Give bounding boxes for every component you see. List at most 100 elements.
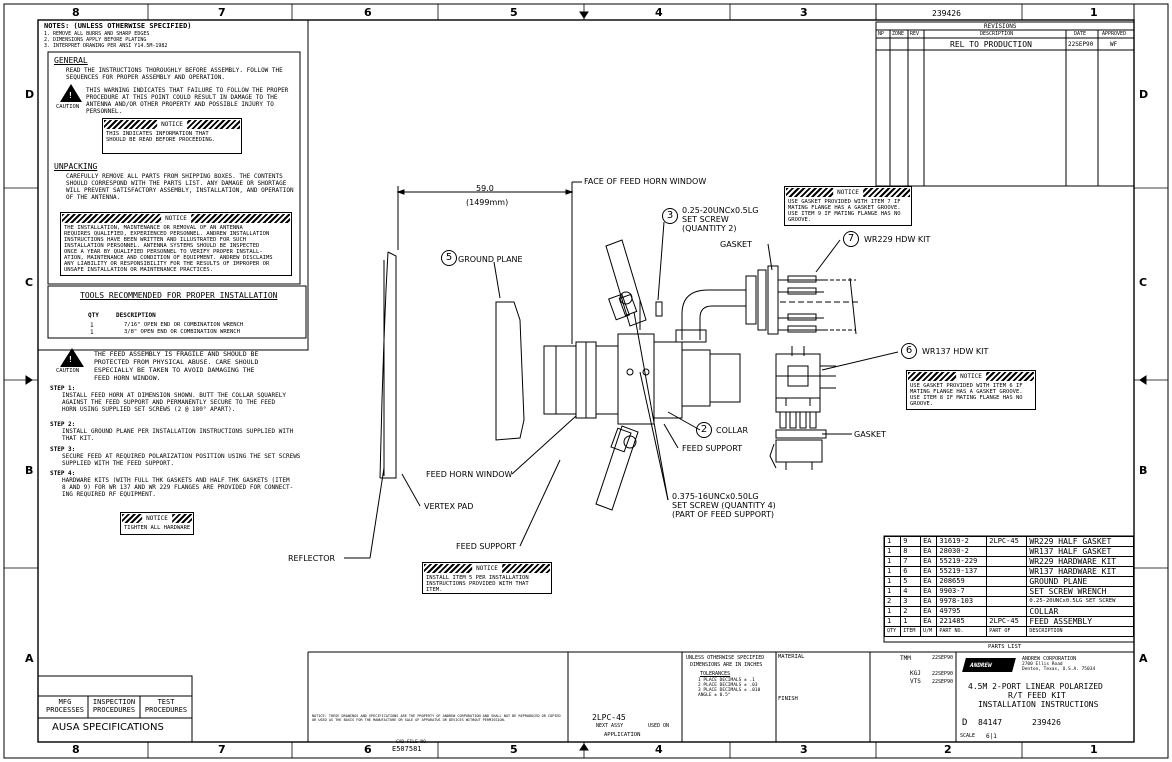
parts-list-cell: 1 — [883, 536, 902, 547]
parts-list-cell — [986, 546, 1028, 557]
zone-bottom-7: 7 — [218, 743, 226, 756]
andrew-logo-text: ANDREW — [968, 662, 993, 669]
revisions-title: REVISIONS — [984, 23, 1017, 30]
tools-row1-desc: 7/16" OPEN END OR COMBINATION WRENCH — [124, 322, 244, 328]
balloon-7: 7 — [843, 231, 859, 247]
dwg-number-top: 239426 — [932, 9, 961, 18]
parts-list-cell — [986, 596, 1028, 607]
tools-col-qty: QTY — [88, 312, 99, 319]
callout-feed-support-bottom: FEED SUPPORT — [456, 542, 517, 551]
callout-set-screw-3: 0.25-20UNCx0.5LG SET SCREW (QUANTITY 2) — [682, 206, 759, 233]
notice-ground-plane-box: NOTICE INSTALL ITEM 5 PER INSTALLATION I… — [422, 562, 552, 594]
rev-col-date: DATE — [1074, 31, 1087, 37]
parts-list-cell: 221485 — [936, 616, 988, 627]
parts-list-cell — [986, 586, 1028, 597]
step3-text: SECURE FEED AT REQUIRED POLARIZATION POS… — [62, 453, 301, 467]
zone-top-8: 8 — [72, 6, 80, 19]
parts-list-cell: QTY — [883, 626, 902, 637]
notice-ground-plane-text: INSTALL ITEM 5 PER INSTALLATION INSTRUCT… — [426, 575, 529, 593]
callout-feed-horn-window: FEED HORN WINDOW — [426, 470, 513, 479]
step1-title: STEP 1: — [50, 385, 76, 392]
zone-left-c: C — [25, 276, 34, 289]
next-assy-label: NEXT ASSY — [596, 723, 624, 729]
notice-wr137-text: USE GASKET PROVIDED WITH ITEM 6 IF MATIN… — [910, 383, 1023, 407]
checked-by: KGJ — [910, 670, 921, 677]
parts-list-cell: 1 — [883, 556, 902, 567]
next-assy-value: 2LPC-45 — [592, 713, 626, 722]
parts-list-cell: EA — [920, 596, 938, 607]
tools-row2-qty: 1 — [90, 329, 94, 336]
notice-unpacking-text: THE INSTALLATION, MAINTENANCE OR REMOVAL… — [64, 225, 273, 273]
parts-list-cell: PART OF — [986, 626, 1028, 637]
parts-list-cell: 1 — [883, 576, 902, 587]
code-ident: 84147 — [978, 718, 1003, 727]
notice-wr229-box: NOTICE USE GASKET PROVIDED WITH ITEM 7 I… — [784, 186, 912, 226]
callout-vertex-pad: VERTEX PAD — [424, 502, 474, 511]
step4-text: HARDWARE KITS (WITH FULL THK GASKETS AND… — [62, 477, 294, 498]
parts-list-cell: 5 — [900, 576, 922, 587]
tools-col-description: DESCRIPTION — [116, 312, 156, 319]
drawn-by: TMM — [900, 655, 911, 662]
notice-wr229-title: NOTICE — [833, 188, 863, 197]
zone-bottom-6: 6 — [364, 743, 372, 756]
spec-mfg-processes: MFG PROCESSES — [46, 698, 84, 714]
parts-list-cell: ITEM — [900, 626, 922, 637]
callout-face-of-feed-horn-window: FACE OF FEED HORN WINDOW — [584, 177, 707, 186]
parts-list-cell: EA — [920, 566, 938, 577]
parts-list-cell: 9 — [900, 536, 922, 547]
parts-list-cell: 4 — [900, 586, 922, 597]
parts-list-cell: COLLAR — [1026, 606, 1134, 617]
parts-list-cell: 1 — [883, 546, 902, 557]
parts-list-cell — [986, 606, 1028, 617]
caution2-icon-mark: ! — [68, 355, 73, 364]
finish-label: FINISH — [778, 696, 798, 702]
notice-unpacking-box: NOTICE THE INSTALLATION, MAINTENANCE OR … — [60, 212, 292, 276]
parts-list-cell: 1 — [883, 606, 902, 617]
rev-col-np: NP — [878, 31, 885, 37]
caution2-icon — [60, 348, 84, 367]
notice-unpacking-title: NOTICE — [161, 214, 191, 223]
rev-col-description: DESCRIPTION — [980, 31, 1014, 37]
scale-label: SCALE — [960, 733, 976, 739]
notice-wr137-title: NOTICE — [956, 372, 986, 381]
tools-title: TOOLS RECOMMENDED FOR PROPER INSTALLATIO… — [80, 291, 278, 300]
caution-text: THIS WARNING INDICATES THAT FAILURE TO F… — [86, 87, 289, 115]
tol-title: TOLERANCES — [700, 671, 731, 677]
caution2-word: CAUTION — [56, 368, 80, 374]
callout-feed-support-right: FEED SUPPORT — [682, 444, 743, 453]
checked-date: 22SEP90 — [932, 671, 954, 677]
parts-list-cell: EA — [920, 616, 938, 627]
zone-top-5: 5 — [510, 6, 518, 19]
balloon-5: 5 — [441, 250, 457, 266]
rev-description: REL TO PRODUCTION — [950, 40, 1032, 49]
zone-top-4: 4 — [655, 6, 663, 19]
notice-hardware-box: NOTICE TIGHTEN ALL HARDWARE — [120, 512, 194, 535]
unpacking-text: CAREFULLY REMOVE ALL PARTS FROM SHIPPING… — [66, 173, 294, 201]
note-2: 2. DIMENSIONS APPLY BEFORE PLATING — [44, 37, 147, 43]
zone-left-b: B — [25, 464, 34, 477]
parts-list-cell: EA — [920, 536, 938, 547]
parts-list-cell: 2LPC-45 — [986, 616, 1028, 627]
zone-right-a: A — [1139, 652, 1148, 665]
parts-list-cell: 28030-2 — [936, 546, 988, 557]
company-name: ANDREW CORPORATION — [1022, 656, 1077, 662]
zone-left-d: D — [25, 88, 35, 101]
parts-list-cell: WR137 HALF GASKET — [1026, 546, 1134, 557]
balloon-3: 3 — [662, 208, 678, 224]
parts-list-cell: EA — [920, 586, 938, 597]
parts-list-cell — [986, 556, 1028, 567]
zone-bottom-8: 8 — [72, 743, 80, 756]
zone-bottom-4: 4 — [655, 743, 663, 756]
parts-list-cell: EA — [920, 556, 938, 567]
tol-line2: DIMENSIONS ARE IN INCHES — [690, 662, 763, 668]
parts-list-title: PARTS LIST — [988, 644, 1022, 650]
tools-row1-qty: 1 — [90, 322, 94, 329]
ausa-specifications-title: AUSA SPECIFICATIONS — [52, 722, 164, 733]
parts-list-cell: EA — [920, 606, 938, 617]
callout-gasket-bottom: GASKET — [854, 430, 886, 439]
